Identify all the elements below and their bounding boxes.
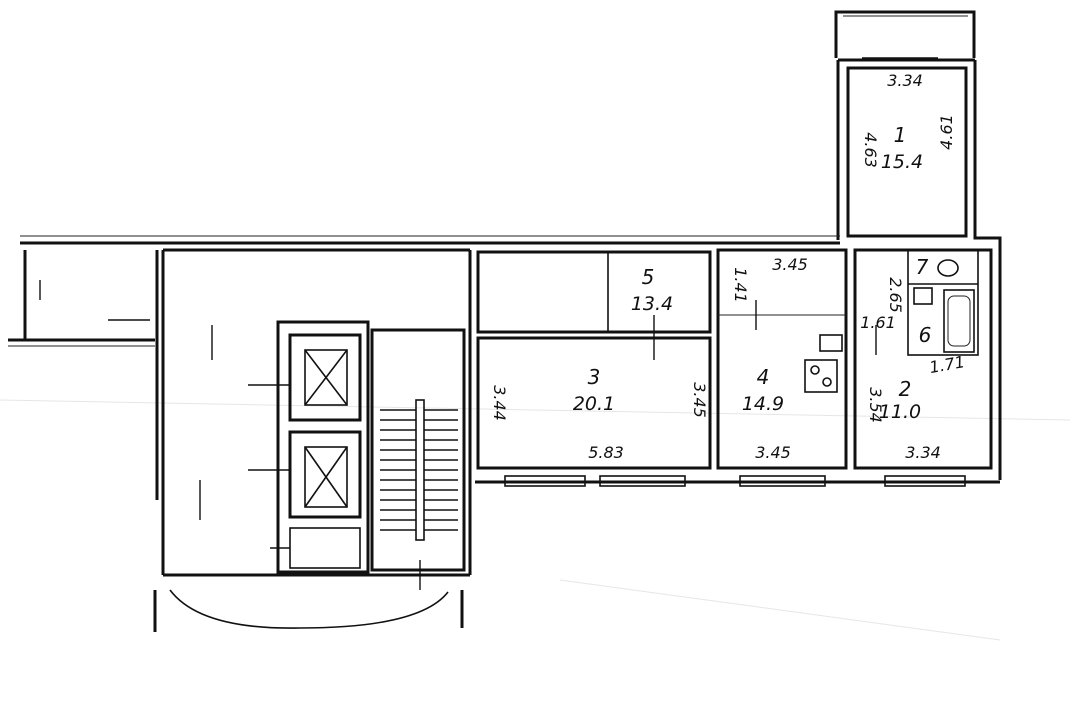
bathtub — [943, 289, 975, 353]
toilet — [937, 259, 959, 277]
dim-room6-side: 1.61 — [860, 313, 896, 332]
room4-number: 4 — [757, 365, 770, 389]
dim-room2-bottom: 3.34 — [905, 443, 941, 462]
dim-room4-top: 3.45 — [772, 255, 808, 274]
dim-room4-left: 1.41 — [731, 267, 750, 303]
dim-room1-top: 3.34 — [887, 71, 923, 90]
balcony — [834, 10, 976, 59]
dim-room1-left: 4.63 — [861, 132, 880, 168]
room6-number: 6 — [919, 323, 932, 347]
bathroom-sink — [913, 287, 933, 305]
room3-area: 20.1 — [573, 393, 615, 415]
room3-number: 3 — [588, 365, 601, 389]
dim-room3-left: 3.44 — [490, 385, 509, 421]
background-scan-lines — [0, 399, 1070, 641]
room4-area: 14.9 — [742, 393, 784, 415]
windows — [504, 475, 966, 487]
interior-walls — [476, 66, 993, 470]
dim-room3-bottom: 5.83 — [588, 443, 624, 462]
stove — [804, 359, 838, 393]
stairwell — [370, 328, 466, 572]
room-labels: 1 15.4 2 11.0 3 20.1 4 14.9 5 13.4 6 7 — [573, 123, 932, 423]
outer-walls — [8, 58, 1002, 632]
door-marks — [39, 280, 877, 590]
dim-room2-left: 3.54 — [866, 387, 885, 423]
room2-area: 11.0 — [879, 401, 921, 423]
dimension-labels: 3.34 4.63 4.61 5.83 3.44 3.45 3.45 3.45 … — [490, 71, 966, 462]
elevators — [276, 320, 370, 574]
kitchen-sink — [819, 334, 843, 352]
fixtures — [804, 259, 975, 393]
room2-number: 2 — [899, 377, 912, 401]
room7-number: 7 — [916, 255, 929, 279]
room1-area: 15.4 — [881, 151, 923, 173]
room1-number: 1 — [894, 123, 907, 147]
dim-room4-bottom: 3.45 — [755, 443, 791, 462]
dim-room7-side: 2.65 — [886, 277, 905, 313]
stair-steps — [380, 409, 458, 531]
dim-room1-right: 4.61 — [937, 114, 956, 150]
dim-room3-right: 3.45 — [690, 382, 709, 418]
room5-number: 5 — [642, 265, 655, 289]
dim-room2-right: 1.71 — [928, 352, 966, 377]
room5-area: 13.4 — [631, 293, 673, 315]
